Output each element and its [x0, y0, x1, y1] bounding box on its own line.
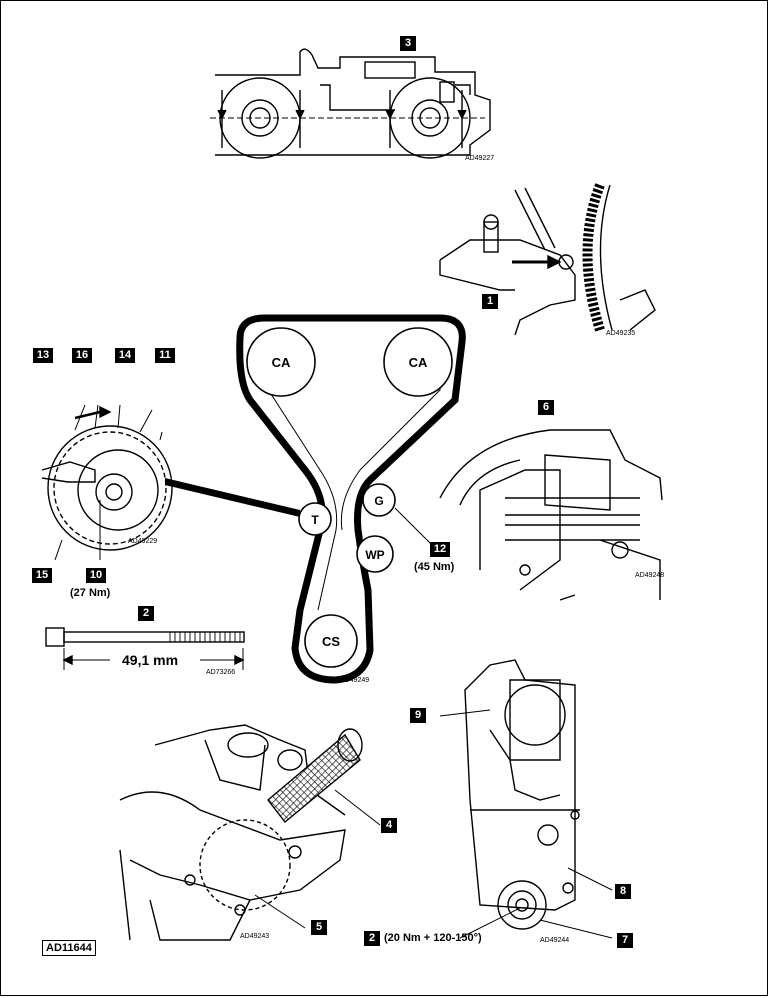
figure-code-belt-layout: AD49249	[340, 677, 370, 684]
bolt-drawing	[45, 627, 245, 670]
cam-left-label: CA	[272, 355, 291, 370]
tensioner-detail	[41, 404, 173, 561]
camshaft-pulley-left	[246, 327, 316, 397]
callout-3: 3	[400, 36, 416, 51]
idler-leader	[394, 507, 436, 549]
figure-code-crank-pulley: AD49244	[540, 937, 570, 944]
tensioner-pulley	[298, 502, 332, 536]
callout-15: 15	[32, 568, 52, 583]
timing-belt	[236, 314, 466, 684]
callout-2: 2	[138, 606, 154, 621]
callout-11: 11	[155, 348, 175, 363]
callout-10: 10	[86, 568, 106, 583]
figure-code-cam-tool: AD49248	[635, 572, 665, 579]
callout-9: 9	[410, 708, 426, 723]
flywheel-lock-view	[439, 183, 656, 336]
idler-label: G	[374, 494, 383, 508]
water-pump-pulley	[356, 535, 394, 573]
idler-torque: (45 Nm)	[414, 561, 455, 573]
tensioner-label: T	[311, 513, 319, 527]
camshaft-alignment-view	[210, 48, 491, 159]
cam-right-label: CA	[409, 355, 428, 370]
figure-code-housing-tool: AD49243	[240, 933, 270, 940]
callout-2-crank: 2	[364, 931, 380, 946]
callout-7: 7	[617, 933, 633, 948]
figure-code-cam-align: AD49227	[465, 155, 495, 162]
belt-layout: CA CA T G WP CS	[165, 314, 466, 684]
cam-tool-view	[439, 429, 663, 601]
water-pump-label: WP	[365, 548, 384, 562]
figure-code-flywheel-lock: AD49235	[606, 330, 636, 337]
bolt-length: 49,1 mm	[122, 652, 179, 668]
tensioner-torque: (27 Nm)	[70, 587, 111, 599]
callout-16: 16	[72, 348, 92, 363]
camshaft-pulley-right	[383, 327, 453, 397]
reference-code: AD11644	[42, 940, 96, 956]
idler-pulley	[362, 483, 396, 517]
callout-13: 13	[33, 348, 53, 363]
crank-bolt-torque: (20 Nm + 120-150°)	[384, 932, 482, 944]
housing-tool-view	[119, 724, 381, 941]
callout-5: 5	[311, 920, 327, 935]
callout-14: 14	[115, 348, 135, 363]
callout-12: 12	[430, 542, 450, 557]
callout-4: 4	[381, 818, 397, 833]
crank-label: CS	[322, 634, 340, 649]
tensioner-leader	[165, 478, 300, 517]
figure-code-tensioner: AD49229	[128, 538, 158, 545]
timing-cover-view	[439, 659, 613, 939]
crank-pulley	[304, 614, 358, 668]
callout-6: 6	[538, 400, 554, 415]
callout-8: 8	[615, 884, 631, 899]
figure-code-bolt: AD73266	[206, 669, 236, 676]
callout-1: 1	[482, 294, 498, 309]
